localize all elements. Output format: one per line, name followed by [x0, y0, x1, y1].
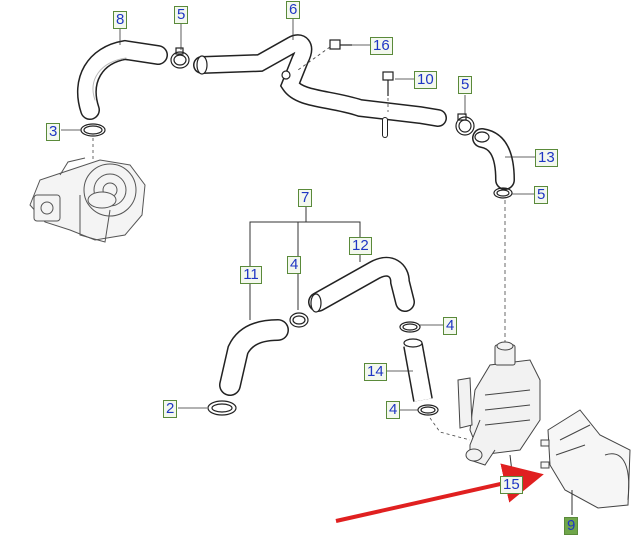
bolt-10-drawing: [382, 71, 394, 96]
callout-3[interactable]: 3: [46, 123, 61, 141]
callout-13[interactable]: 13: [535, 149, 558, 167]
clamp-4-right-drawing: [399, 321, 421, 333]
clamp-5-right-drawing: [455, 113, 475, 136]
hose-13-drawing: [472, 128, 515, 190]
callout-10[interactable]: 10: [414, 71, 437, 89]
clamp-2-drawing: [207, 400, 237, 416]
callout-5-lower[interactable]: 5: [534, 186, 549, 204]
callout-4-right[interactable]: 4: [443, 317, 458, 335]
clamp-5-top-drawing: [170, 47, 190, 69]
callout-5-right[interactable]: 5: [458, 76, 473, 94]
callout-12[interactable]: 12: [349, 237, 372, 255]
callout-16[interactable]: 16: [370, 37, 393, 55]
callout-4-left[interactable]: 4: [287, 256, 302, 274]
callout-15[interactable]: 15: [500, 476, 523, 494]
callout-2[interactable]: 2: [163, 400, 178, 418]
turbocharger-drawing: [29, 157, 146, 243]
group-7-leaders: [249, 205, 361, 320]
callout-7[interactable]: 7: [298, 189, 313, 207]
callout-5-top[interactable]: 5: [174, 6, 189, 24]
clamp-4-bottom-drawing: [417, 404, 439, 416]
air-duct-9-drawing: [540, 409, 631, 509]
clamp-4-left-drawing: [289, 312, 309, 328]
clamp-5-lower-drawing: [493, 187, 513, 199]
callout-4-bottom[interactable]: 4: [386, 401, 401, 419]
hose-11-drawing: [219, 319, 289, 396]
hose-6-drawing: [193, 34, 447, 138]
hose-8-drawing: [76, 39, 168, 120]
callout-14[interactable]: 14: [364, 363, 387, 381]
intercooler-15-drawing: [457, 341, 541, 466]
hose-12-drawing: [308, 256, 415, 313]
callout-6[interactable]: 6: [286, 1, 301, 19]
hose-14-drawing: [403, 338, 433, 402]
callout-11[interactable]: 11: [240, 266, 262, 284]
bolt-16-drawing: [329, 39, 352, 50]
callout-leaders: [61, 18, 535, 411]
callout-9-highlighted[interactable]: 9: [564, 517, 579, 535]
clamp-3-drawing: [80, 123, 106, 137]
callout-8[interactable]: 8: [113, 11, 128, 29]
